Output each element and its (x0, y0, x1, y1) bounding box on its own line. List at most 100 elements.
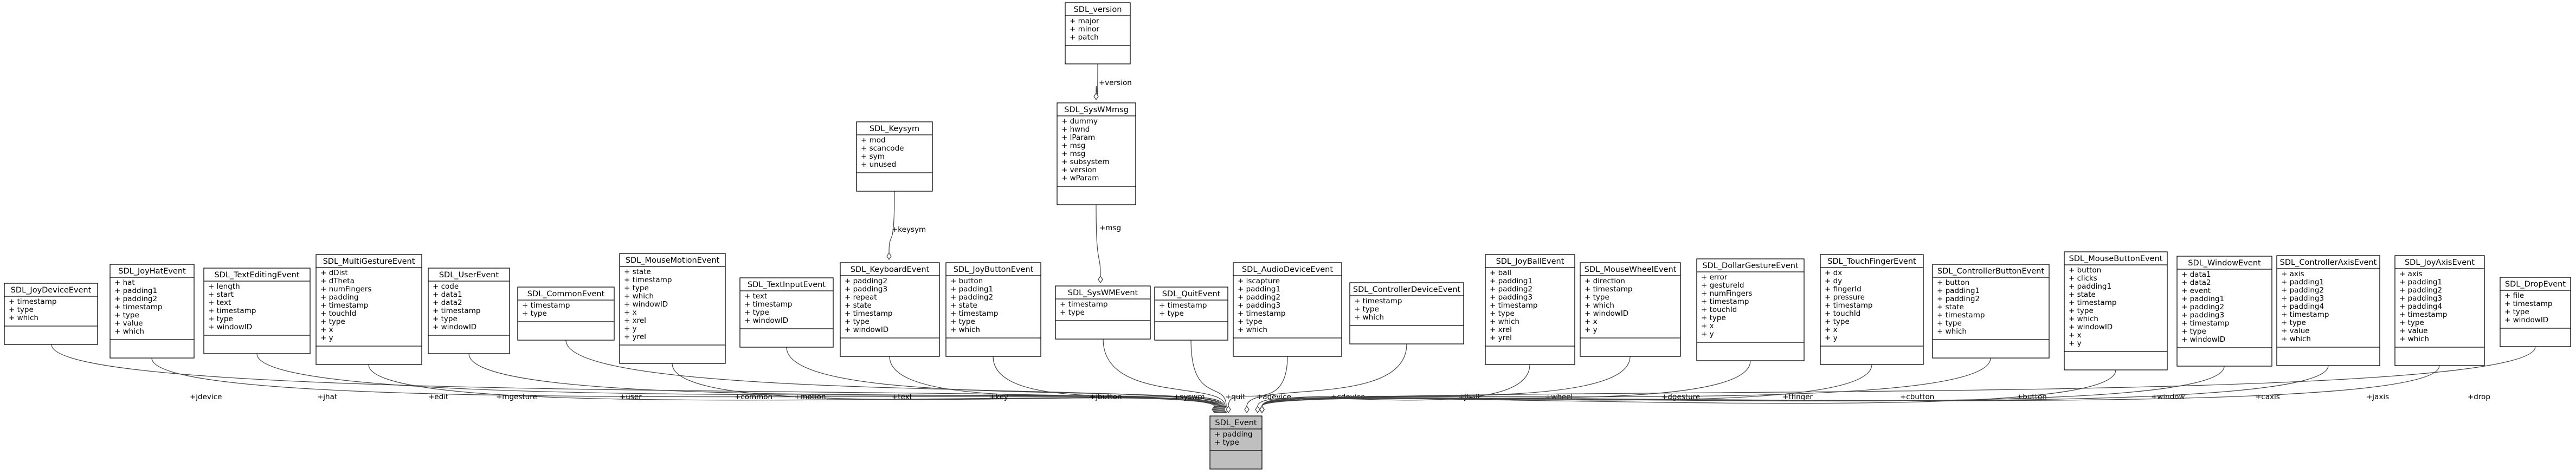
class-controlleraxis[interactable]: SDL_ControllerAxisEvent+ axis+ padding1+… (2276, 255, 2380, 366)
class-keysym[interactable]: SDL_Keysym+ mod+ scancode+ sym+ unused (856, 121, 933, 192)
class-attribute: + padding2 (2399, 286, 2442, 295)
class-attribute: + text (208, 298, 231, 307)
class-attribute: + padding1 (114, 287, 157, 295)
class-box-syswmmsg (1057, 102, 1136, 205)
class-box-root (1209, 415, 1263, 470)
association-drop: +drop (1259, 346, 2536, 414)
class-attribute: + data2 (2181, 278, 2211, 287)
class-attribute: + type (1490, 309, 1515, 318)
class-name-window: SDL_WindowEvent (2188, 259, 2261, 268)
class-attribute: + which (950, 326, 980, 334)
class-joyball[interactable]: SDL_JoyBallEvent+ ball+ padding1+ paddin… (1485, 254, 1575, 365)
association-line (1228, 356, 1288, 407)
class-version[interactable]: SDL_version+ major+ minor+ patch (1065, 2, 1131, 64)
class-touchfinger[interactable]: SDL_TouchFingerEvent+ dx+ dy+ fingerId+ … (1820, 254, 1924, 365)
class-attribute: + padding1 (950, 285, 993, 294)
association-syswmmsg: +msg (1096, 204, 1121, 284)
class-keyboard[interactable]: SDL_KeyboardEvent+ padding2+ padding3+ r… (840, 262, 940, 357)
class-attribute: + type (433, 315, 458, 323)
class-drop[interactable]: SDL_DropEvent+ file+ timestamp+ type+ wi… (2500, 277, 2571, 347)
class-attribute: + timestamp (1490, 301, 1537, 310)
class-attribute: + scancode (861, 144, 904, 153)
class-user[interactable]: SDL_UserEvent+ code+ data1+ data2+ times… (428, 268, 510, 354)
class-attribute: + timestamp (9, 297, 56, 306)
class-attribute: + type (1238, 317, 1263, 326)
class-quit[interactable]: SDL_QuitEvent+ timestamp+ type (1154, 287, 1228, 341)
class-box-mousebutton (2064, 251, 2168, 370)
class-joybutton[interactable]: SDL_JoyButtonEvent+ button+ padding1+ pa… (945, 262, 1041, 357)
association-label: +user (620, 393, 642, 401)
class-attribute: + which (2069, 315, 2098, 323)
class-attribute: + length (208, 282, 240, 291)
class-dollargesture[interactable]: SDL_DollarGestureEvent+ error+ gestureId… (1696, 258, 1805, 361)
class-controllerdevice[interactable]: SDL_ControllerDeviceEvent+ timestamp+ ty… (1349, 282, 1464, 344)
class-boxes: SDL_Event+ padding+ type SDL_JoyDeviceEve… (4, 2, 2571, 470)
class-attribute: + type (1937, 319, 1962, 328)
class-attribute: + touchId (320, 309, 356, 318)
class-joydevice[interactable]: SDL_JoyDeviceEvent+ timestamp+ type+ whi… (4, 283, 98, 345)
class-attribute: + axis (2399, 270, 2423, 278)
class-textediting[interactable]: SDL_TextEditingEvent+ length+ start+ tex… (203, 268, 311, 354)
class-joyaxis[interactable]: SDL_JoyAxisEvent+ axis+ padding1+ paddin… (2394, 255, 2485, 366)
class-attribute: + data1 (433, 290, 462, 299)
class-controllerbutton[interactable]: SDL_ControllerButtonEvent+ button+ paddi… (1932, 264, 2050, 359)
class-window[interactable]: SDL_WindowEvent+ data1+ data2+ event+ pa… (2176, 256, 2272, 367)
class-mousemotion[interactable]: SDL_MouseMotionEvent+ state+ timestamp+ … (619, 253, 726, 364)
association-version: +version (1093, 63, 1132, 101)
class-attribute: + file (2504, 291, 2524, 300)
class-joyhat[interactable]: SDL_JoyHatEvent+ hat+ padding1+ padding2… (110, 264, 195, 359)
class-attribute: + timestamp (1159, 301, 1207, 310)
class-attribute: + numFingers (1701, 289, 1752, 298)
class-attribute: + wParam (1061, 174, 1099, 183)
class-attribute: + unused (861, 160, 896, 169)
class-attribute: + padding1 (1937, 287, 1980, 295)
association-joybutton: +jbutton (993, 356, 1227, 414)
class-root[interactable]: SDL_Event+ padding+ type (1209, 415, 1263, 470)
class-box-common (517, 287, 615, 341)
class-attribute: + timestamp (744, 300, 792, 309)
association-label: +motion (794, 393, 826, 401)
class-mousewheel[interactable]: SDL_MouseWheelEvent+ direction+ timestam… (1580, 262, 1681, 357)
class-audiodevice[interactable]: SDL_AudioDeviceEvent+ iscapture+ padding… (1233, 262, 1342, 357)
class-attribute: + xrel (1490, 326, 1512, 334)
class-syswm[interactable]: SDL_SysWMEvent+ timestamp+ type (1055, 285, 1151, 340)
association-line (1261, 346, 2536, 407)
association-line (368, 364, 1218, 407)
class-attribute: + code (433, 282, 459, 291)
association-label: +window (2151, 393, 2185, 401)
class-attribute: + minor (1070, 25, 1099, 34)
edges: +jdevice+jhat+edit+mgesture+user+common+… (51, 63, 2536, 414)
association-keysym: +keysym (886, 191, 926, 261)
association-textinput: +text (786, 347, 1225, 414)
aggregation-diamond (1255, 405, 1260, 414)
class-common[interactable]: SDL_CommonEvent+ timestamp+ type (517, 287, 615, 341)
class-name-joyhat: SDL_JoyHatEvent (118, 267, 186, 276)
class-attribute: + type (1585, 293, 1609, 302)
association-label: +common (735, 393, 772, 401)
association-multigesture: +mgesture (368, 364, 1220, 414)
class-multigesture[interactable]: SDL_MultiGestureEvent+ dDist+ dTheta+ nu… (315, 254, 422, 365)
class-attribute: + padding4 (2281, 302, 2324, 311)
class-attribute: + type (624, 284, 649, 292)
class-name-mousebutton: SDL_MouseButtonEvent (2069, 255, 2163, 263)
class-attribute: + timestamp (1585, 285, 1632, 294)
class-attribute: + which (2281, 335, 2311, 343)
class-textinput[interactable]: SDL_TextInputEvent+ text+ timestamp+ typ… (739, 277, 834, 348)
class-attribute: + windowID (624, 300, 668, 309)
class-name-joyaxis: SDL_JoyAxisEvent (2405, 258, 2475, 267)
class-attribute: + padding2 (1490, 285, 1532, 294)
class-attribute: + padding2 (2181, 303, 2224, 311)
class-attribute: + windowID (744, 316, 788, 325)
class-attribute: + timestamp (624, 276, 672, 284)
class-mousebutton[interactable]: SDL_MouseButtonEvent+ button+ clicks+ pa… (2064, 251, 2168, 370)
class-attribute: + padding4 (2399, 302, 2442, 311)
class-name-drop: SDL_DropEvent (2505, 280, 2566, 289)
class-syswmmsg[interactable]: SDL_SysWMmsg+ dummy+ hwnd+ lParam+ msg+ … (1057, 102, 1136, 205)
class-attribute: + type (2181, 327, 2206, 336)
association-label: +edit (428, 393, 448, 401)
association-label: +syswm (1174, 393, 1205, 401)
class-box-user (428, 268, 510, 354)
class-attribute: + y (2069, 339, 2082, 348)
class-attribute: + padding3 (2399, 294, 2442, 303)
class-name-audiodevice: SDL_AudioDeviceEvent (1242, 265, 1333, 274)
